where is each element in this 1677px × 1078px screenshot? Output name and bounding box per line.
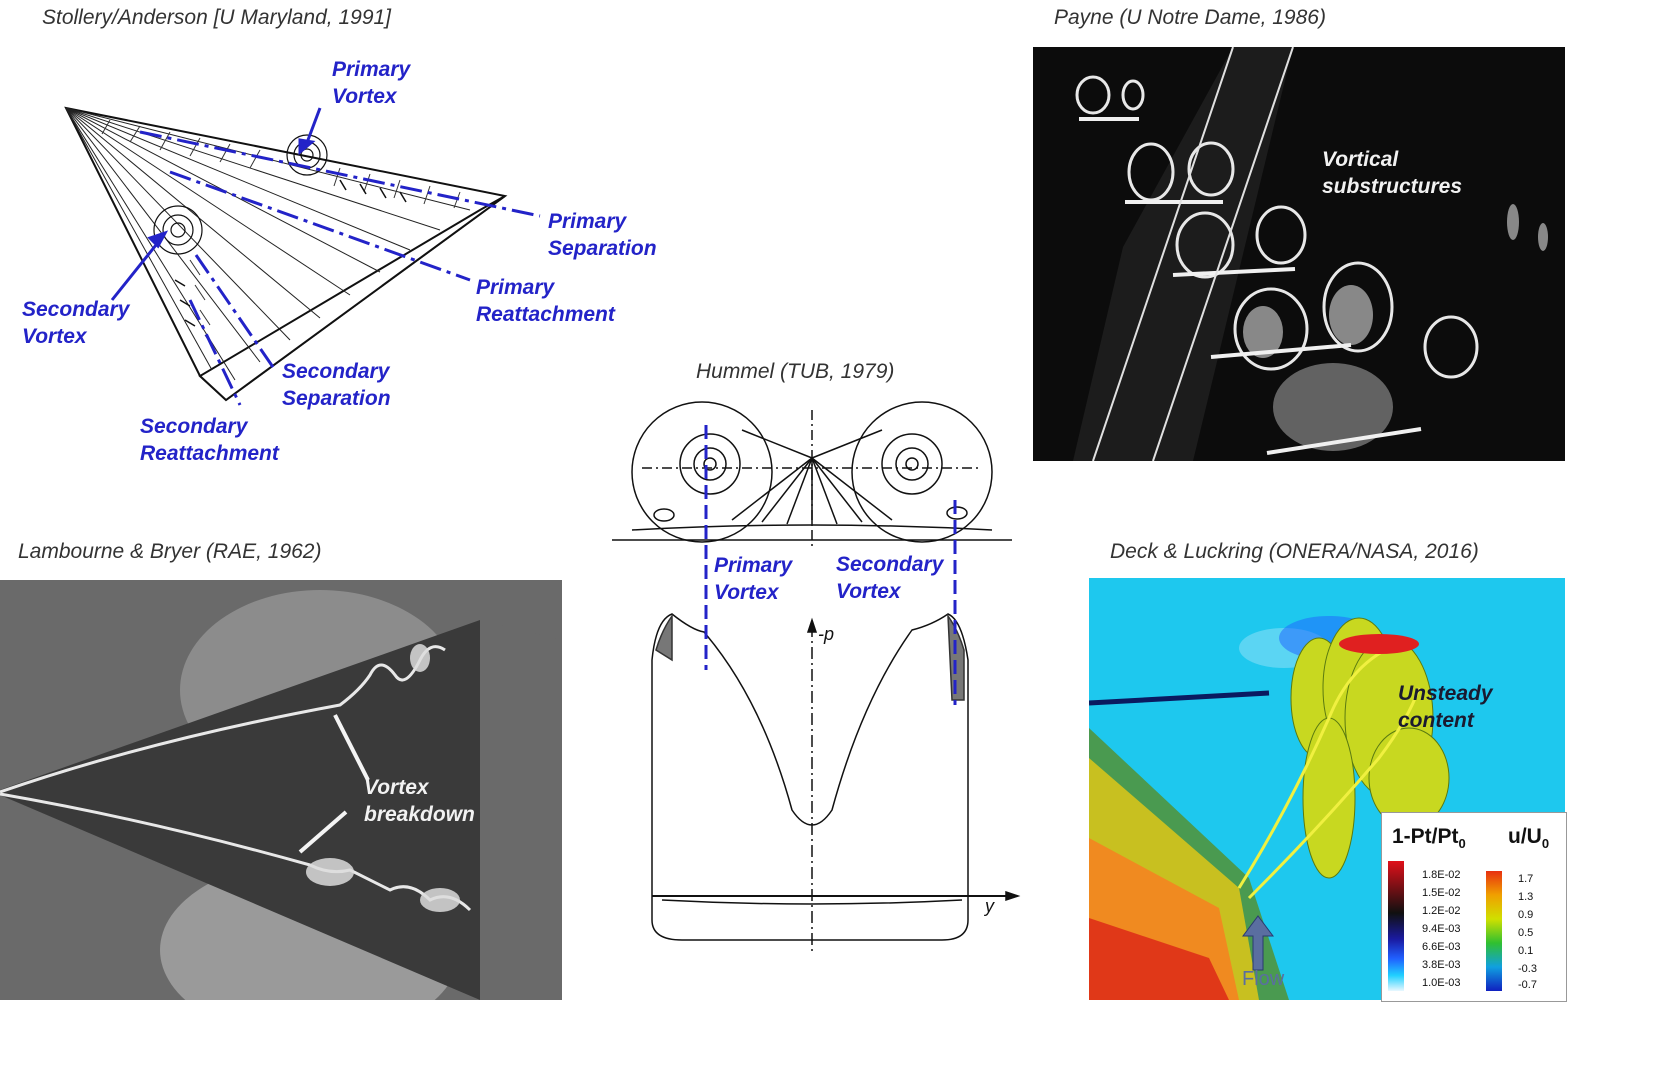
label-vortex-breakdown: Vortex breakdown: [364, 776, 475, 826]
hummel-axis-p-label: -p: [818, 624, 835, 644]
legend-left-tick: 3.8E-03: [1422, 959, 1461, 971]
deck-flow-label: Flow: [1242, 968, 1285, 990]
legend-left-tick: 1.0E-03: [1422, 977, 1461, 989]
label-secondary-vortex: Secondary Vortex: [22, 298, 130, 348]
legend-right-tick: 0.9: [1518, 909, 1534, 921]
legend-left-colorbar: [1388, 861, 1404, 991]
legend-left-tick: 1.8E-02: [1422, 869, 1461, 881]
legend-right-tick: -0.7: [1518, 979, 1537, 991]
caption-deck: Deck & Luckring (ONERA/NASA, 2016): [1110, 540, 1479, 563]
label-secondary-separation: Secondary Separation: [282, 360, 391, 410]
hummel-vortex-cross-section-diagram: [612, 401, 1021, 955]
legend-right-title: u/U0: [1508, 825, 1550, 852]
legend-right-tick: 1.7: [1518, 873, 1534, 885]
label-vortical-substructures: Vortical substructures: [1322, 148, 1463, 198]
label-primary-reattachment: Primary Reattachment: [476, 276, 615, 326]
deck-color-legend: 1-Pt/Pt0 u/U0 1.8E-02 1.5E-02 1.2E-02 9.…: [1381, 812, 1567, 1002]
payne-flow-visualization-photo: [1033, 47, 1565, 461]
legend-left-tick: 1.5E-02: [1422, 887, 1461, 899]
hummel-label-primary-vortex: Primary Vortex: [714, 554, 793, 604]
label-secondary-reattachment: Secondary Reattachment: [140, 415, 279, 465]
lambourne-vortex-breakdown-photo: [0, 580, 562, 1000]
legend-right-tick: -0.3: [1518, 963, 1537, 975]
legend-left-tick: 6.6E-03: [1422, 941, 1461, 953]
delta-wing-surface-flow-diagram: [64, 106, 541, 406]
legend-left-tick: 1.2E-02: [1422, 905, 1461, 917]
caption-payne: Payne (U Notre Dame, 1986): [1054, 6, 1326, 29]
label-primary-separation: Primary Separation: [548, 210, 657, 260]
caption-stollery: Stollery/Anderson [U Maryland, 1991]: [42, 6, 392, 29]
legend-right-tick: 0.1: [1518, 945, 1534, 957]
legend-left-tick: 9.4E-03: [1422, 923, 1461, 935]
legend-right-tick: 0.5: [1518, 927, 1534, 939]
hummel-label-secondary-vortex: Secondary Vortex: [836, 553, 944, 603]
legend-right-colorbar: [1486, 871, 1502, 991]
legend-left-title: 1-Pt/Pt0: [1392, 825, 1466, 852]
deck-simulation-image: [1089, 578, 1565, 1000]
label-unsteady-content: Unsteady content: [1398, 682, 1493, 732]
legend-right-tick: 1.3: [1518, 891, 1534, 903]
caption-hummel: Hummel (TUB, 1979): [696, 360, 895, 383]
label-primary-vortex: Primary Vortex: [332, 58, 411, 108]
hummel-axis-y-label: y: [985, 896, 994, 916]
caption-lambourne: Lambourne & Bryer (RAE, 1962): [18, 540, 322, 563]
